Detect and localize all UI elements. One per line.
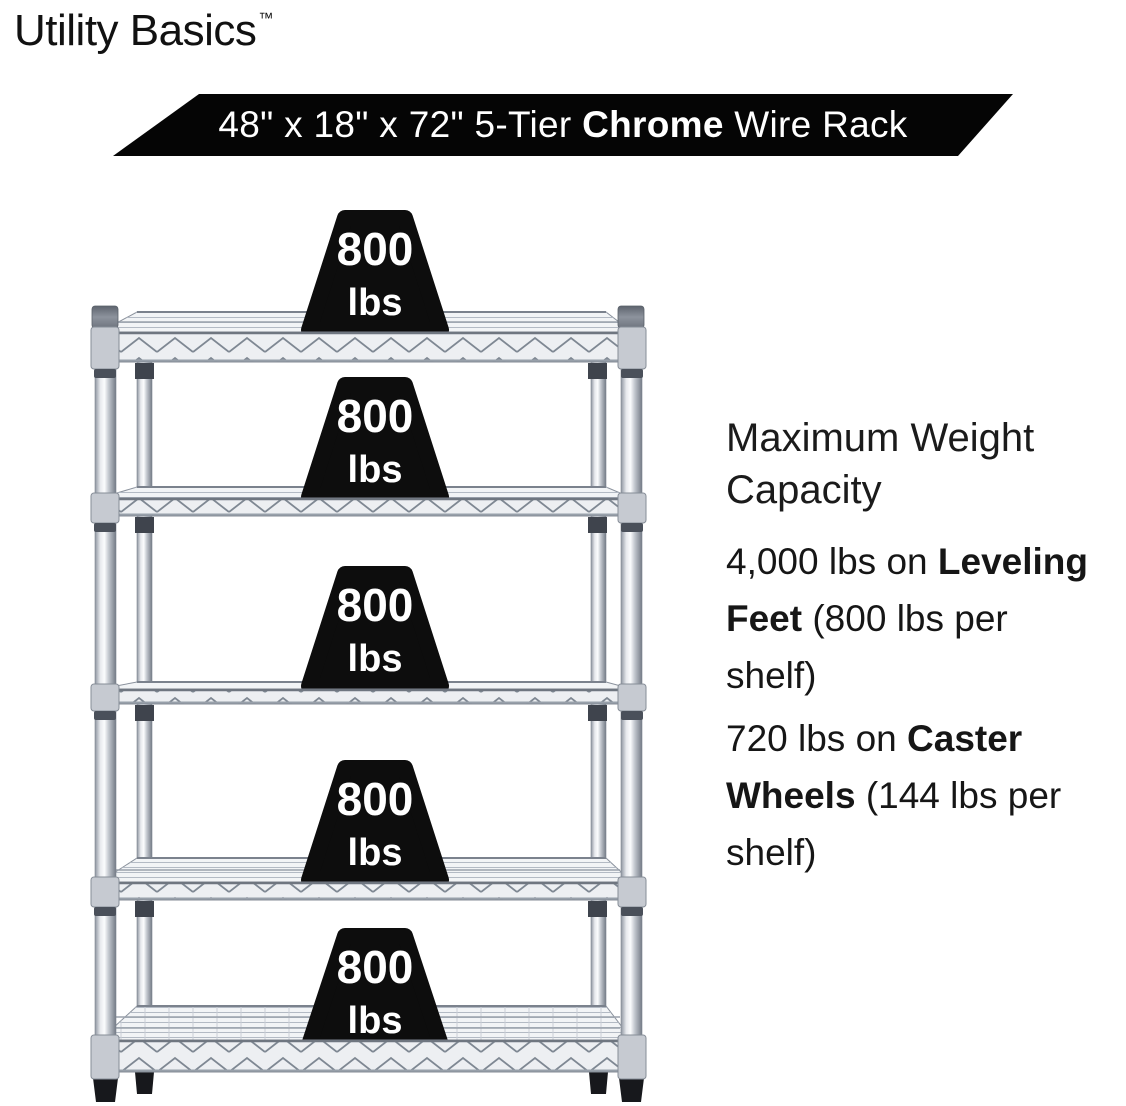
weight-badge-4: 800 lbs: [301, 760, 449, 888]
title-banner: 48" x 18" x 72" 5-Tier Chrome Wire Rack: [113, 94, 1013, 156]
heading-line: Maximum Weight: [726, 416, 1035, 460]
shelf-front-band-3: [96, 688, 636, 705]
spec-leveling-feet: 4,000 lbs on Leveling Feet (800 lbs per …: [726, 533, 1088, 704]
spec-line: shelf): [726, 655, 817, 696]
weight-value: 800: [337, 390, 414, 442]
spec-line: 720 lbs on Caster: [726, 718, 1023, 759]
weight-unit: lbs: [348, 638, 403, 680]
banner-text-prefix: 48" x 18" x 72" 5-Tier: [218, 104, 583, 145]
front-posts: [90, 305, 647, 1102]
wire-rack-illustration: 800 lbs 800 lbs: [90, 210, 647, 1102]
brand-name: Utility Basics: [14, 6, 257, 55]
weight-value: 800: [337, 941, 414, 993]
shelf-front-band-1: [96, 331, 636, 363]
spec-line: Feet (800 lbs per: [726, 598, 1008, 639]
shelf-tier-5: 800 lbs: [96, 928, 636, 1073]
leveling-foot-front-left: [93, 1078, 118, 1102]
weight-value: 800: [337, 579, 414, 631]
shelf-tier-2: 800 lbs: [96, 377, 636, 517]
shelf-tier-1: 800 lbs: [96, 210, 636, 363]
weight-unit: lbs: [348, 832, 403, 874]
weight-badge-1: 800 lbs: [301, 210, 449, 338]
weight-badge-2: 800 lbs: [301, 377, 449, 505]
shelf-front-band-2: [96, 497, 636, 517]
banner-text-suffix: Wire Rack: [723, 104, 908, 145]
leveling-foot-back-right: [589, 1072, 608, 1094]
weight-badge-5: 800 lbs: [301, 928, 449, 1053]
weight-value: 800: [337, 223, 414, 275]
shelf-tier-4: 800 lbs: [96, 760, 636, 901]
spec-caster-wheels: 720 lbs on Caster Wheels (144 lbs per sh…: [726, 710, 1061, 881]
title-banner-text: 48" x 18" x 72" 5-Tier Chrome Wire Rack: [218, 104, 907, 146]
shelf-tier-3: 800 lbs: [96, 566, 636, 705]
weight-value: 800: [337, 773, 414, 825]
shelf-front-band-4: [96, 881, 636, 901]
weight-unit: lbs: [348, 282, 403, 324]
weight-unit: lbs: [348, 1000, 403, 1042]
leveling-foot-back-left: [135, 1072, 154, 1094]
shelf-front-band-5: [96, 1039, 636, 1073]
max-weight-heading: Maximum Weight Capacity: [726, 412, 1034, 516]
banner-text-highlight: Chrome: [582, 104, 724, 145]
spec-line: Wheels (144 lbs per: [726, 775, 1062, 816]
weight-badge-3: 800 lbs: [301, 566, 449, 694]
post-cap-left: [91, 305, 119, 329]
spec-line: 4,000 lbs on Leveling: [726, 541, 1088, 582]
weight-unit: lbs: [348, 449, 403, 491]
leveling-foot-front-right: [619, 1078, 644, 1102]
spec-line: shelf): [726, 832, 817, 873]
post-cap-right: [617, 305, 645, 329]
trademark-symbol: ™: [258, 10, 273, 27]
heading-line: Capacity: [726, 468, 882, 512]
